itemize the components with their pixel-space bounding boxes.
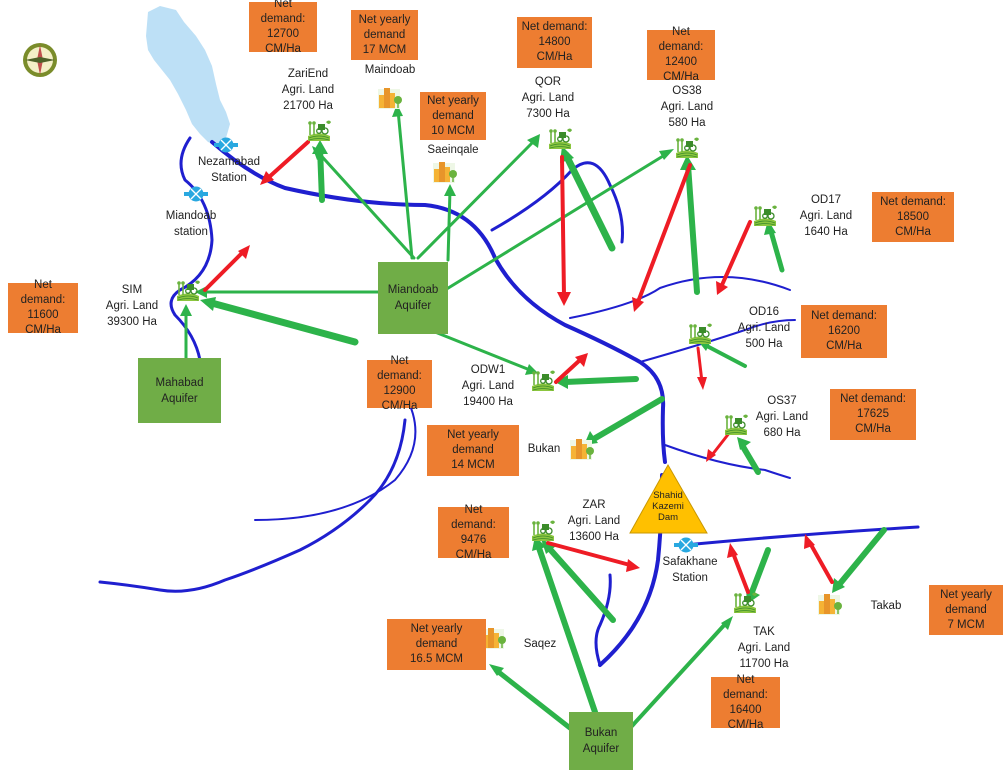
demand-box-od16: Net demand: 16200 CM/Ha — [801, 305, 887, 358]
arrow-miandoab-os38 — [443, 151, 670, 292]
aquifer-bukan: Bukan Aquifer — [569, 712, 633, 770]
river-lower-loop — [594, 573, 612, 667]
city-icon — [377, 87, 403, 110]
arrow-river-bukan — [589, 396, 665, 443]
demand-box-takab: Net yearly demand 7 MCM — [929, 585, 1003, 635]
label-zariend: ZariEnd Agri. Land 21700 Ha — [281, 68, 335, 112]
return-os37 — [710, 430, 732, 457]
farm-icon — [548, 127, 573, 150]
return-sim — [203, 251, 244, 292]
city-icon — [569, 438, 595, 461]
river-main-stem — [210, 140, 667, 464]
dam-icon — [629, 463, 708, 534]
farm-icon — [531, 369, 556, 392]
return-od16 — [696, 346, 704, 384]
compass-icon — [23, 43, 57, 77]
arrow-bukan-tak — [630, 620, 729, 728]
river-mahabad — [169, 136, 214, 362]
demand-box-zar: Net demand: 9476 CM/Ha — [438, 504, 509, 561]
return-zar — [546, 541, 632, 567]
arrow-river-od16 — [703, 343, 747, 368]
return-qor — [560, 155, 566, 298]
arrow-river-zariend — [317, 145, 325, 203]
arrow-miandoab-zariend — [314, 148, 416, 260]
river-od16 — [639, 319, 796, 363]
demand-box-os38: Net demand: 12400 CM/Ha — [647, 26, 715, 83]
return-od17 — [720, 220, 752, 287]
label-zar: ZAR Agri. Land 13600 Ha — [567, 499, 621, 543]
river-os37 — [664, 444, 791, 479]
label-sim: SIM Agri. Land 39300 Ha — [105, 284, 159, 328]
demand-box-od17: Net demand: 18500 CM/Ha — [872, 192, 954, 242]
river-northeast-bend — [490, 161, 624, 244]
river-southwest — [98, 418, 407, 593]
return-arrowheads — [238, 171, 815, 572]
label-os38: OS38 Agri. Land 580 Ha — [660, 85, 714, 129]
arrow-river-odw1 — [562, 376, 639, 385]
lake-urmia — [146, 6, 230, 146]
farm-icon — [733, 591, 758, 614]
demand-box-odw1: Net demand: 12900 CM/Ha — [367, 355, 432, 412]
label-odw1: ODW1 Agri. Land 19400 Ha — [461, 364, 515, 408]
return-takab — [808, 541, 834, 584]
farm-icon — [531, 519, 556, 542]
arrow-river-tak — [749, 547, 771, 595]
label-takab: Takab — [870, 600, 902, 612]
demand-box-maindoab: Net yearly demand 17 MCM — [351, 10, 418, 60]
demand-box-sim: Net demand: 11600 CM/Ha — [8, 279, 78, 336]
return-odw1 — [554, 358, 582, 384]
farm-icon — [753, 204, 778, 227]
river-west-branch — [254, 394, 417, 521]
farm-icon — [688, 322, 713, 345]
arrow-river-qor — [562, 151, 616, 252]
arrow-miandoab-odw1 — [428, 328, 532, 372]
city-icon — [432, 161, 458, 184]
label-shahid-kazemi-dam: Shahid Kazemi Dam — [652, 490, 684, 523]
demand-box-saeinqale: Net yearly demand 10 MCM — [420, 92, 486, 140]
city-icon — [817, 593, 843, 616]
demand-box-saqez: Net yearly demand 16.5 MCM — [387, 619, 486, 670]
return-tak — [731, 551, 750, 594]
label-os37: OS37 Agri. Land 680 Ha — [755, 395, 809, 439]
demand-box-os37: Net demand: 17625 CM/Ha — [830, 389, 916, 440]
label-maindoab: Maindoab — [364, 64, 416, 76]
farm-icon — [307, 119, 332, 142]
station-icon — [673, 536, 699, 554]
demand-box-zariend: Net demand: 12700 CM/Ha — [249, 0, 317, 55]
label-qor: QOR Agri. Land 7300 Ha — [521, 76, 575, 120]
label-tak: TAK Agri. Land 11700 Ha — [737, 626, 791, 670]
arrow-river-os37 — [739, 442, 761, 475]
label-miandoab-station: Miandoab station — [165, 210, 217, 238]
return-zariend — [266, 140, 310, 180]
demand-box-bukan: Net yearly demand 14 MCM — [427, 425, 519, 476]
arrow-river-zar — [545, 544, 616, 623]
label-od17: OD17 Agri. Land 1640 Ha — [799, 194, 853, 238]
demand-box-qor: Net demand: 14800 CM/Ha — [517, 17, 592, 68]
arrow-river-os38 — [685, 162, 700, 295]
label-saeinqale: Saeinqale — [427, 144, 479, 156]
label-od16: OD16 Agri. Land 500 Ha — [737, 306, 791, 350]
demand-box-tak: Net demand: 16400 CM/Ha — [711, 674, 780, 731]
return-os38 — [636, 163, 692, 304]
arrow-river-od17 — [767, 225, 785, 273]
arrow-miandoab-maindoab — [396, 108, 414, 260]
farm-icon — [675, 136, 700, 159]
river-east — [569, 276, 791, 319]
supply-arrowheads — [180, 104, 845, 676]
arrow-miandoab-qor — [416, 138, 537, 260]
aquifer-mahabad: Mahabad Aquifer — [138, 358, 221, 423]
arrow-bukan-zar — [535, 542, 598, 715]
aquifer-miandoab: Miandoab Aquifer — [378, 262, 448, 334]
arrow-river-takab — [835, 527, 887, 589]
supply-arrows — [184, 108, 887, 731]
return-arrows — [203, 140, 834, 594]
station-icon — [183, 185, 209, 203]
label-safakhane-station: Safakhane Station — [662, 556, 718, 584]
label-saqez: Saqez — [523, 638, 557, 650]
arrow-bukan-saqez — [493, 667, 573, 731]
label-bukan: Bukan — [527, 443, 561, 455]
arrow-river-sim — [204, 298, 359, 346]
label-nezamabad-station: Nezamabad Station — [197, 156, 260, 184]
